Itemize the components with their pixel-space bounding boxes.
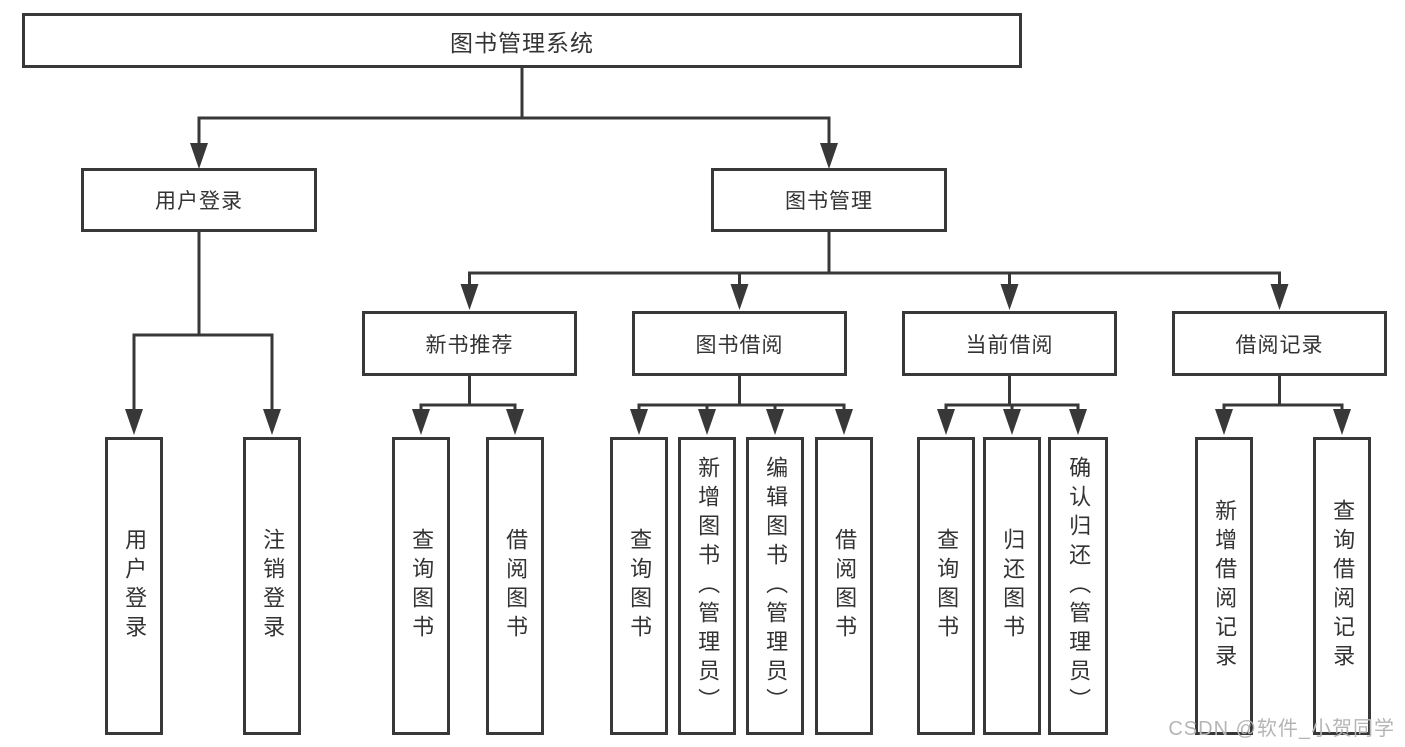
leaf-query-borrow-record: 查询借阅记录 (1313, 437, 1371, 735)
node-new-book-recommend: 新书推荐 (362, 311, 577, 376)
node-book-management: 图书管理 (711, 168, 947, 232)
node-borrow-records: 借阅记录 (1172, 311, 1387, 376)
leaf-query-book-recommend: 查询图书 (392, 437, 450, 735)
csdn-watermark: CSDN @软件_小贺同学 (1168, 718, 1395, 740)
leaf-query-book-borrowing: 查询图书 (610, 437, 668, 735)
leaf-logout: 注销登录 (243, 437, 301, 735)
leaf-borrow-book-recommend: 借阅图书 (486, 437, 544, 735)
leaf-user-login: 用户登录 (105, 437, 163, 735)
node-library-system: 图书管理系统 (22, 13, 1022, 68)
leaf-add-borrow-record: 新增借阅记录 (1195, 437, 1253, 735)
leaf-edit-book-admin: 编辑图书（管理员） (746, 437, 804, 735)
node-user-login: 用户登录 (81, 168, 317, 232)
leaf-confirm-return-admin: 确认归还（管理员） (1048, 437, 1108, 735)
leaf-borrow-book-borrowing: 借阅图书 (815, 437, 873, 735)
leaf-add-book-admin: 新增图书（管理员） (678, 437, 736, 735)
node-current-borrowing: 当前借阅 (902, 311, 1117, 376)
leaf-query-book-current: 查询图书 (917, 437, 975, 735)
arrowheads (125, 143, 1351, 435)
node-book-borrowing: 图书借阅 (632, 311, 847, 376)
leaf-return-book: 归还图书 (983, 437, 1041, 735)
